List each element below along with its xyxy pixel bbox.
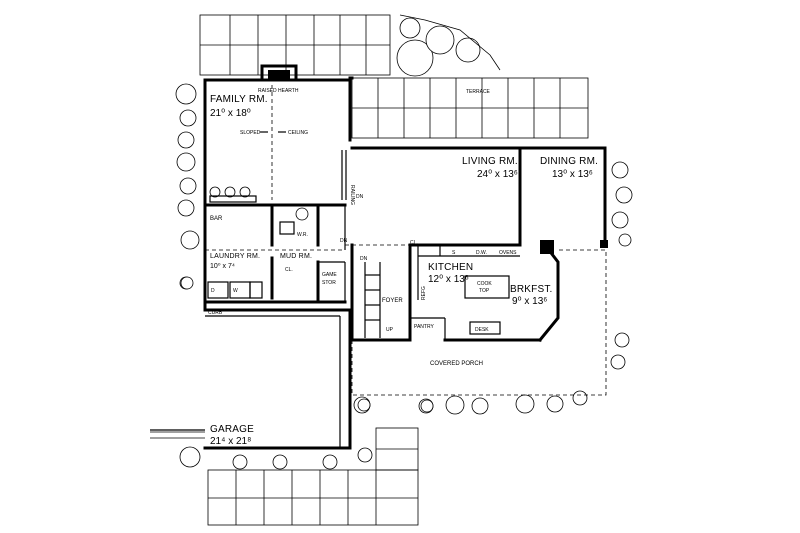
covered-porch-label: COVERED PORCH: [430, 361, 483, 367]
desk-label: DESK: [475, 327, 489, 333]
laundry-dim: 10⁰ x 7⁴: [210, 262, 235, 270]
ovens-label: OVENS: [499, 250, 517, 256]
dining-room-dim: 13⁰ x 13⁶: [552, 169, 593, 180]
terrace-label: TERRACE: [466, 89, 491, 95]
stair-dn-label-2: DN: [340, 238, 348, 244]
garage-name: GARAGE: [210, 424, 254, 435]
cook-top-label-2: TOP: [479, 288, 490, 294]
bar-label: BAR: [210, 216, 223, 222]
laundry-name: LAUNDRY RM.: [210, 253, 260, 260]
walls: [150, 64, 608, 450]
cook-top-label-1: COOK: [477, 281, 492, 287]
dn-label: DN: [356, 194, 364, 200]
refg-label: REFG: [421, 286, 427, 300]
railing-label: RAILING: [349, 185, 355, 205]
fixture-labels: RAISED HEARTH TERRACE SLOPED CEILING RAI…: [208, 88, 517, 367]
dining-room-name: DINING RM.: [540, 156, 598, 167]
kitchen-dim: 12⁰ x 13⁶: [428, 274, 469, 285]
family-room-name: FAMILY RM.: [210, 94, 268, 105]
brkfst-dim: 9⁰ x 13⁶: [512, 296, 547, 307]
stair-dn-label: DN: [360, 256, 368, 262]
closet-label-1: CL.: [410, 240, 418, 246]
game-stor-label-1: GAME: [322, 272, 337, 278]
kitchen-name: KITCHEN: [428, 262, 473, 273]
family-room-dim: 21⁰ x 18⁰: [210, 108, 251, 119]
sloped-label: SLOPED: [240, 130, 261, 136]
game-stor-label-2: STOR: [322, 280, 336, 286]
living-room-name: LIVING RM.: [462, 156, 518, 167]
foyer-label: FOYER: [382, 298, 403, 304]
terrace-paving: [150, 14, 589, 526]
dw-label: D.W.: [476, 250, 487, 256]
raised-hearth-label: RAISED HEARTH: [258, 88, 299, 94]
landscape-shrubs: [175, 14, 633, 470]
dryer-label: D: [211, 288, 215, 294]
ceiling-label: CEILING: [288, 130, 308, 136]
stair-up-label: UP: [386, 327, 394, 333]
closet-label-2: CL.: [285, 267, 293, 273]
sink-label: S: [452, 250, 456, 256]
mud-room-name: MUD RM.: [280, 253, 312, 260]
living-room-dim: 24⁰ x 13⁶: [477, 169, 518, 180]
curb-label: CURB: [208, 310, 223, 316]
brkfst-name: BRKFST.: [510, 284, 553, 295]
pantry-label: PANTRY: [414, 324, 434, 330]
washer-label: W: [233, 288, 238, 294]
wr-label: W.R.: [297, 232, 308, 238]
room-labels: FAMILY RM. 21⁰ x 18⁰ LIVING RM. 24⁰ x 13…: [210, 94, 598, 447]
garage-dim: 21⁴ x 21⁸: [210, 436, 251, 447]
